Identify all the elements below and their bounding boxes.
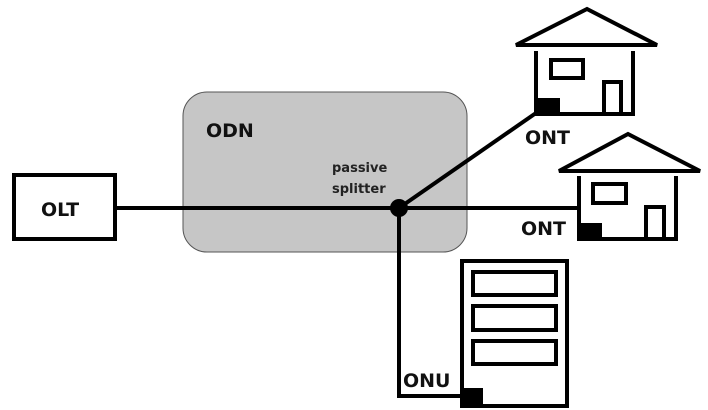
ont-label-1: ONT <box>525 127 570 149</box>
door <box>644 205 666 238</box>
onu-device <box>460 388 483 408</box>
building-floor-2 <box>471 304 558 332</box>
building-body <box>460 259 569 408</box>
onu-building <box>460 259 569 408</box>
splitter-label-line1: passive <box>332 161 387 176</box>
house-body <box>577 176 678 241</box>
building-floor-1 <box>471 270 558 297</box>
ont-house-2 <box>558 131 701 241</box>
onu-label: ONU <box>403 370 450 392</box>
splitter-node <box>390 199 408 217</box>
roof-icon <box>515 6 658 47</box>
window <box>549 58 585 80</box>
ont-device-1 <box>536 98 560 115</box>
window <box>591 182 628 205</box>
ont-label-2: ONT <box>521 218 566 240</box>
ont-house-1 <box>515 6 658 116</box>
splitter-label-line2: splitter <box>332 182 386 197</box>
ont-device-2 <box>579 223 602 240</box>
house-body <box>534 51 635 116</box>
fiber-splitter-onu <box>397 208 461 398</box>
door <box>602 80 623 113</box>
fiber-splitter-ont1 <box>397 111 538 210</box>
olt-label: OLT <box>41 199 79 221</box>
roof-icon <box>558 131 701 173</box>
odn-region <box>182 91 468 253</box>
olt-box <box>12 173 117 241</box>
odn-label: ODN <box>206 120 254 142</box>
building-floor-3 <box>471 339 558 366</box>
